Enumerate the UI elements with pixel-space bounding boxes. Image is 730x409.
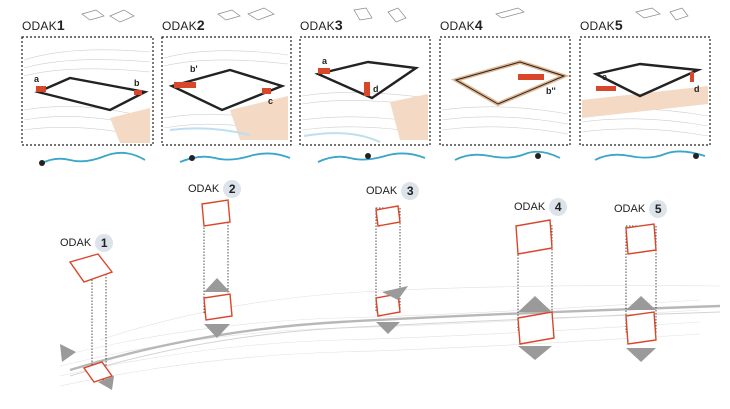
lower-label-5: ODAK 5 (614, 200, 668, 218)
lower-label-prefix: ODAK (614, 203, 646, 215)
arrow-marker (382, 286, 408, 300)
upper-plan (68, 253, 114, 283)
building-marker (364, 82, 370, 96)
panel-title-4: ODAK4 (440, 17, 483, 33)
site-fill (390, 94, 428, 140)
building-marker (596, 86, 616, 91)
site-fill (110, 108, 150, 143)
arrow-marker (518, 296, 552, 312)
marker-label: a (322, 56, 328, 66)
upper-plan (625, 223, 657, 255)
arrow-marker (204, 278, 230, 292)
panel-title-number: 4 (474, 17, 483, 33)
arrow-marker (204, 324, 230, 338)
upper-plan (515, 219, 553, 255)
panel-title-prefix: ODAK (440, 19, 475, 33)
panel-title-number: 1 (56, 17, 65, 33)
thumbnail-sketches (81, 7, 689, 23)
upper-plan (201, 199, 231, 227)
site-outline (454, 61, 566, 105)
site-outline (34, 76, 149, 112)
panel-title-prefix: ODAK (300, 19, 335, 33)
lower-label-prefix: ODAK (188, 183, 220, 195)
river-position-dots (39, 153, 699, 166)
panel-4: b'' (439, 36, 571, 146)
building-marker (174, 82, 196, 88)
building-marker (518, 74, 544, 80)
marker-label: d (373, 84, 379, 94)
terrain-road (69, 304, 721, 372)
panel-title-prefix: ODAK (22, 19, 57, 33)
lower-label-3: ODAK 3 (366, 182, 420, 200)
panel-title-prefix: ODAK (580, 19, 615, 33)
site-outline (314, 60, 420, 100)
marker-label: e (602, 72, 607, 82)
lower-plan (82, 361, 114, 383)
lower-label-number: 1 (95, 234, 114, 252)
river-segment (169, 127, 251, 136)
arrow-marker (626, 296, 656, 310)
marker-label: c (268, 96, 273, 106)
lower-label-number: 4 (549, 198, 568, 216)
contour-lines (441, 106, 569, 135)
lower-label-prefix: ODAK (60, 237, 92, 249)
building-marker (318, 68, 330, 74)
lower-label-number: 2 (223, 180, 242, 198)
panel-title-prefix: ODAK (162, 19, 197, 33)
panel-title-number: 5 (614, 17, 623, 33)
focus-column-1 (60, 253, 114, 390)
building-marker (134, 90, 142, 95)
focus-column-3 (375, 205, 408, 334)
lower-plan (203, 293, 233, 321)
marker-label: d (694, 84, 700, 94)
panel-title-number: 3 (334, 17, 343, 33)
lower-label-2: ODAK 2 (188, 180, 242, 198)
panel-2: b' c (161, 36, 292, 146)
lower-label-number: 5 (649, 200, 668, 218)
arrow-marker (98, 376, 114, 390)
lower-plan (517, 311, 555, 345)
focus-column-2 (201, 199, 233, 338)
panel-title-3: ODAK3 (300, 17, 343, 33)
marker-label: b (134, 78, 140, 88)
site-outline (592, 62, 703, 98)
marker-label: b' (190, 64, 198, 74)
lower-plan (625, 311, 657, 345)
panel-3: a d (299, 36, 431, 146)
panel-title-2: ODAK2 (162, 17, 205, 33)
building-marker (690, 72, 694, 82)
panel-title-5: ODAK5 (580, 17, 623, 33)
arrow-marker (518, 346, 552, 360)
building-marker (36, 86, 46, 92)
terrain-road (69, 311, 721, 377)
panel-title-number: 2 (196, 17, 205, 33)
upper-plan (375, 205, 401, 227)
building-marker (262, 88, 271, 94)
focus-column-5 (625, 223, 657, 362)
marker-label: b'' (546, 86, 556, 96)
river-strips (39, 150, 706, 165)
panel-title-1: ODAK1 (22, 17, 65, 33)
site-fill (230, 96, 288, 140)
lower-label-prefix: ODAK (514, 201, 546, 213)
panel-5: e d (579, 36, 711, 146)
arrow-marker (626, 348, 656, 362)
lower-label-number: 3 (401, 182, 420, 200)
arrow-marker (376, 322, 400, 334)
site-fill (582, 86, 708, 118)
site-outline (168, 68, 286, 112)
panel-1: a b (21, 36, 154, 146)
lower-label-4: ODAK 4 (514, 198, 568, 216)
river-segment (303, 132, 381, 143)
lower-label-prefix: ODAK (366, 185, 398, 197)
marker-label: a (34, 74, 40, 84)
lower-label-1: ODAK 1 (60, 234, 114, 252)
arrow-marker (60, 344, 76, 362)
focus-column-4 (515, 219, 555, 360)
